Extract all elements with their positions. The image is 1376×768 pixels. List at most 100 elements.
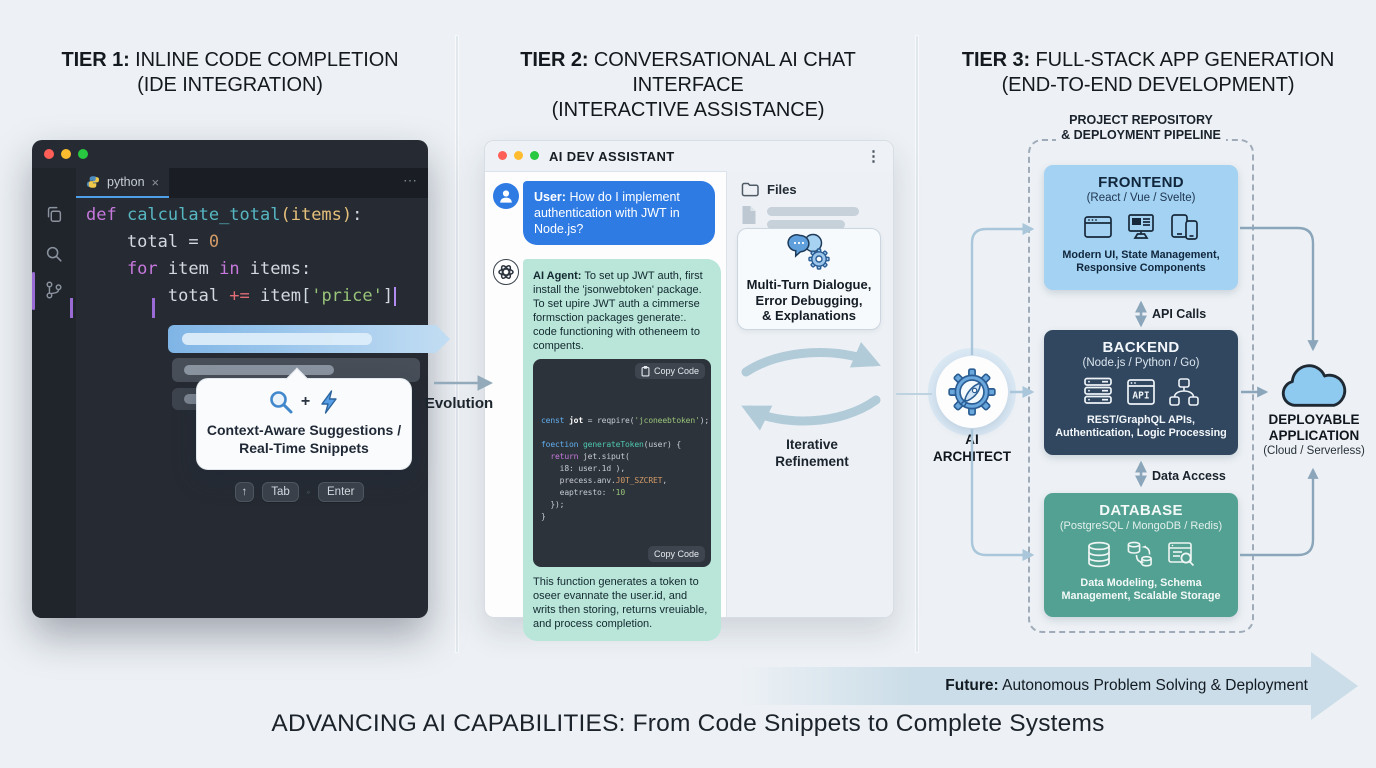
database-cylinder-icon — [1088, 541, 1110, 568]
magnifier-icon — [270, 391, 293, 414]
database-caption2: Management, Scalable Storage — [1061, 590, 1221, 602]
activity-bar — [32, 168, 76, 618]
frontend-caption1: Modern UI, State Management, — [1062, 249, 1220, 261]
indent-guide-bar — [152, 298, 155, 318]
iterative-line2: Refinement — [775, 454, 849, 469]
chat-window: AI DEV ASSISTANT ⋮ User: How do I implem… — [484, 140, 894, 641]
backend-stack: (Node.js / Python / Go) — [1082, 357, 1200, 369]
database-stack: (PostgreSQL / MongoDB / Redis) — [1059, 520, 1223, 532]
files-section[interactable]: Files — [741, 181, 797, 197]
tier1-subtitle: (IDE INTEGRATION) — [137, 74, 323, 96]
minimize-window-button[interactable] — [61, 149, 71, 159]
copy-code-button[interactable]: Copy Code — [634, 363, 705, 379]
copy-code-button[interactable]: Copy Code — [647, 546, 705, 562]
tab-python[interactable]: python × — [76, 168, 170, 198]
chat-window-title: AI DEV ASSISTANT — [549, 149, 675, 164]
user-message-text: How do I implement authentication with J… — [534, 190, 680, 236]
suggestion-pill — [184, 365, 334, 375]
chat-code-block: Copy Code censt jot = reqpire('jconeebto… — [533, 359, 711, 567]
user-message-bubble: User: How do I implement authentication … — [523, 181, 715, 245]
person-icon — [500, 190, 512, 203]
chat-side-panel: Files — [726, 171, 893, 617]
card-line1: Multi-Turn Dialogue, — [746, 277, 872, 292]
tab-label: python — [107, 175, 145, 189]
lightning-bolt-icon — [321, 389, 337, 414]
ai-architect-badge — [936, 356, 1008, 428]
tier-divider-1 — [456, 36, 458, 652]
close-window-button[interactable] — [498, 151, 507, 160]
main-title: ADVANCING AI CAPABILITIES: From Code Sni… — [271, 710, 1105, 737]
tier3-title-bold: TIER 3: — [961, 49, 1031, 71]
pipeline-label: PROJECT REPOSITORY & DEPLOYMENT PIPELINE — [1028, 113, 1254, 143]
logic-flow-icon — [1169, 378, 1199, 406]
database-name: DATABASE — [1099, 502, 1183, 519]
evolution-label: Evolution — [424, 395, 494, 412]
browser-icon — [1084, 216, 1112, 238]
database-caption1: Data Modeling, Schema — [1080, 577, 1202, 589]
database-box: DATABASE (PostgreSQL / MongoDB / Redis) — [1044, 493, 1238, 617]
backend-name: BACKEND — [1102, 339, 1180, 356]
ai-avatar — [493, 259, 519, 285]
tier-divider-2 — [916, 36, 918, 652]
future-label-bold: Future: — [945, 677, 999, 694]
frontend-name: FRONTEND — [1098, 174, 1184, 191]
python-icon — [87, 176, 99, 188]
api-window-icon: API — [1127, 379, 1155, 405]
frontend-box: FRONTEND (React / Vue / Svelte) Modern U… — [1044, 165, 1238, 290]
placeholder-line — [767, 220, 845, 229]
tab-bar: python × ⋯ — [76, 168, 428, 198]
tier3-subtitle: (END-TO-END DEVELOPMENT) — [1001, 74, 1295, 96]
files-label: Files — [767, 181, 797, 197]
tier2-title: TIER 2: CONVERSATIONAL AI CHAT INTERFACE… — [466, 48, 910, 123]
tooltip-line2: Real-Time Snippets — [239, 440, 369, 456]
folder-icon — [741, 182, 759, 197]
user-message-label: User: — [534, 190, 566, 204]
cloud-line2: APPLICATION — [1268, 428, 1360, 443]
chat-code-content: censt jot = reqpire('jconeebtoken');foec… — [541, 416, 710, 521]
ai-message-label: AI Agent: — [533, 270, 582, 282]
key-hints: ↑ Tab ◦ Enter — [196, 482, 402, 502]
cloud-line1: DEPLOYABLE — [1268, 412, 1360, 427]
kebab-menu-icon[interactable]: ⋮ — [866, 148, 881, 165]
search-icon[interactable] — [44, 244, 64, 269]
tab-overflow-icon[interactable]: ⋯ — [403, 172, 418, 188]
tab-key: Tab — [262, 482, 299, 502]
iterative-refinement-label: Iterative Refinement — [742, 436, 882, 470]
tab-close-icon[interactable]: × — [151, 174, 160, 190]
cloud-line3: (Cloud / Serverless) — [1263, 445, 1365, 457]
ai-architect-label: AI ARCHITECT — [920, 432, 1024, 465]
cloud-icon — [1277, 364, 1351, 417]
plus-sign: + — [300, 393, 311, 410]
close-window-button[interactable] — [44, 149, 54, 159]
schema-query-icon — [1168, 542, 1195, 567]
minimize-window-button[interactable] — [514, 151, 523, 160]
pipeline-line2: & DEPLOYMENT PIPELINE — [1056, 128, 1226, 143]
multi-turn-card: Multi-Turn Dialogue, Error Debugging, & … — [737, 228, 881, 330]
copy-code-label: Copy Code — [653, 549, 699, 559]
tooltip-line1: Context-Aware Suggestions / — [206, 422, 402, 438]
future-label-rest: Autonomous Problem Solving & Deployment — [998, 677, 1308, 694]
tier2-title-bold: TIER 2: — [520, 49, 589, 71]
placeholder-line — [767, 207, 859, 216]
git-branch-icon[interactable] — [44, 280, 64, 305]
copy-files-icon[interactable] — [44, 204, 64, 229]
suggestion-pill — [182, 333, 372, 345]
future-arrow-head — [1311, 652, 1358, 720]
monitor-icon — [1128, 214, 1154, 239]
clipboard-icon — [641, 366, 650, 377]
tier3-title: TIER 3: FULL-STACK APP GENERATION (END-T… — [948, 48, 1348, 98]
backend-caption2: Authentication, Logic Processing — [1055, 427, 1227, 439]
architect-line1: AI — [965, 432, 979, 447]
chat-bubbles-gear-icon — [787, 233, 830, 270]
user-avatar — [493, 183, 519, 209]
maximize-window-button[interactable] — [78, 149, 88, 159]
window-controls — [44, 149, 88, 159]
window-controls — [498, 151, 539, 160]
architect-frontend-arrow — [970, 223, 1035, 355]
architect-line2: ARCHITECT — [933, 448, 1011, 464]
arrow-up-key: ↑ — [234, 482, 255, 502]
maximize-window-button[interactable] — [530, 151, 539, 160]
tier2-title-rest: CONVERSATIONAL AI CHAT INTERFACE — [588, 49, 856, 96]
frontend-caption2: Responsive Components — [1076, 262, 1206, 274]
